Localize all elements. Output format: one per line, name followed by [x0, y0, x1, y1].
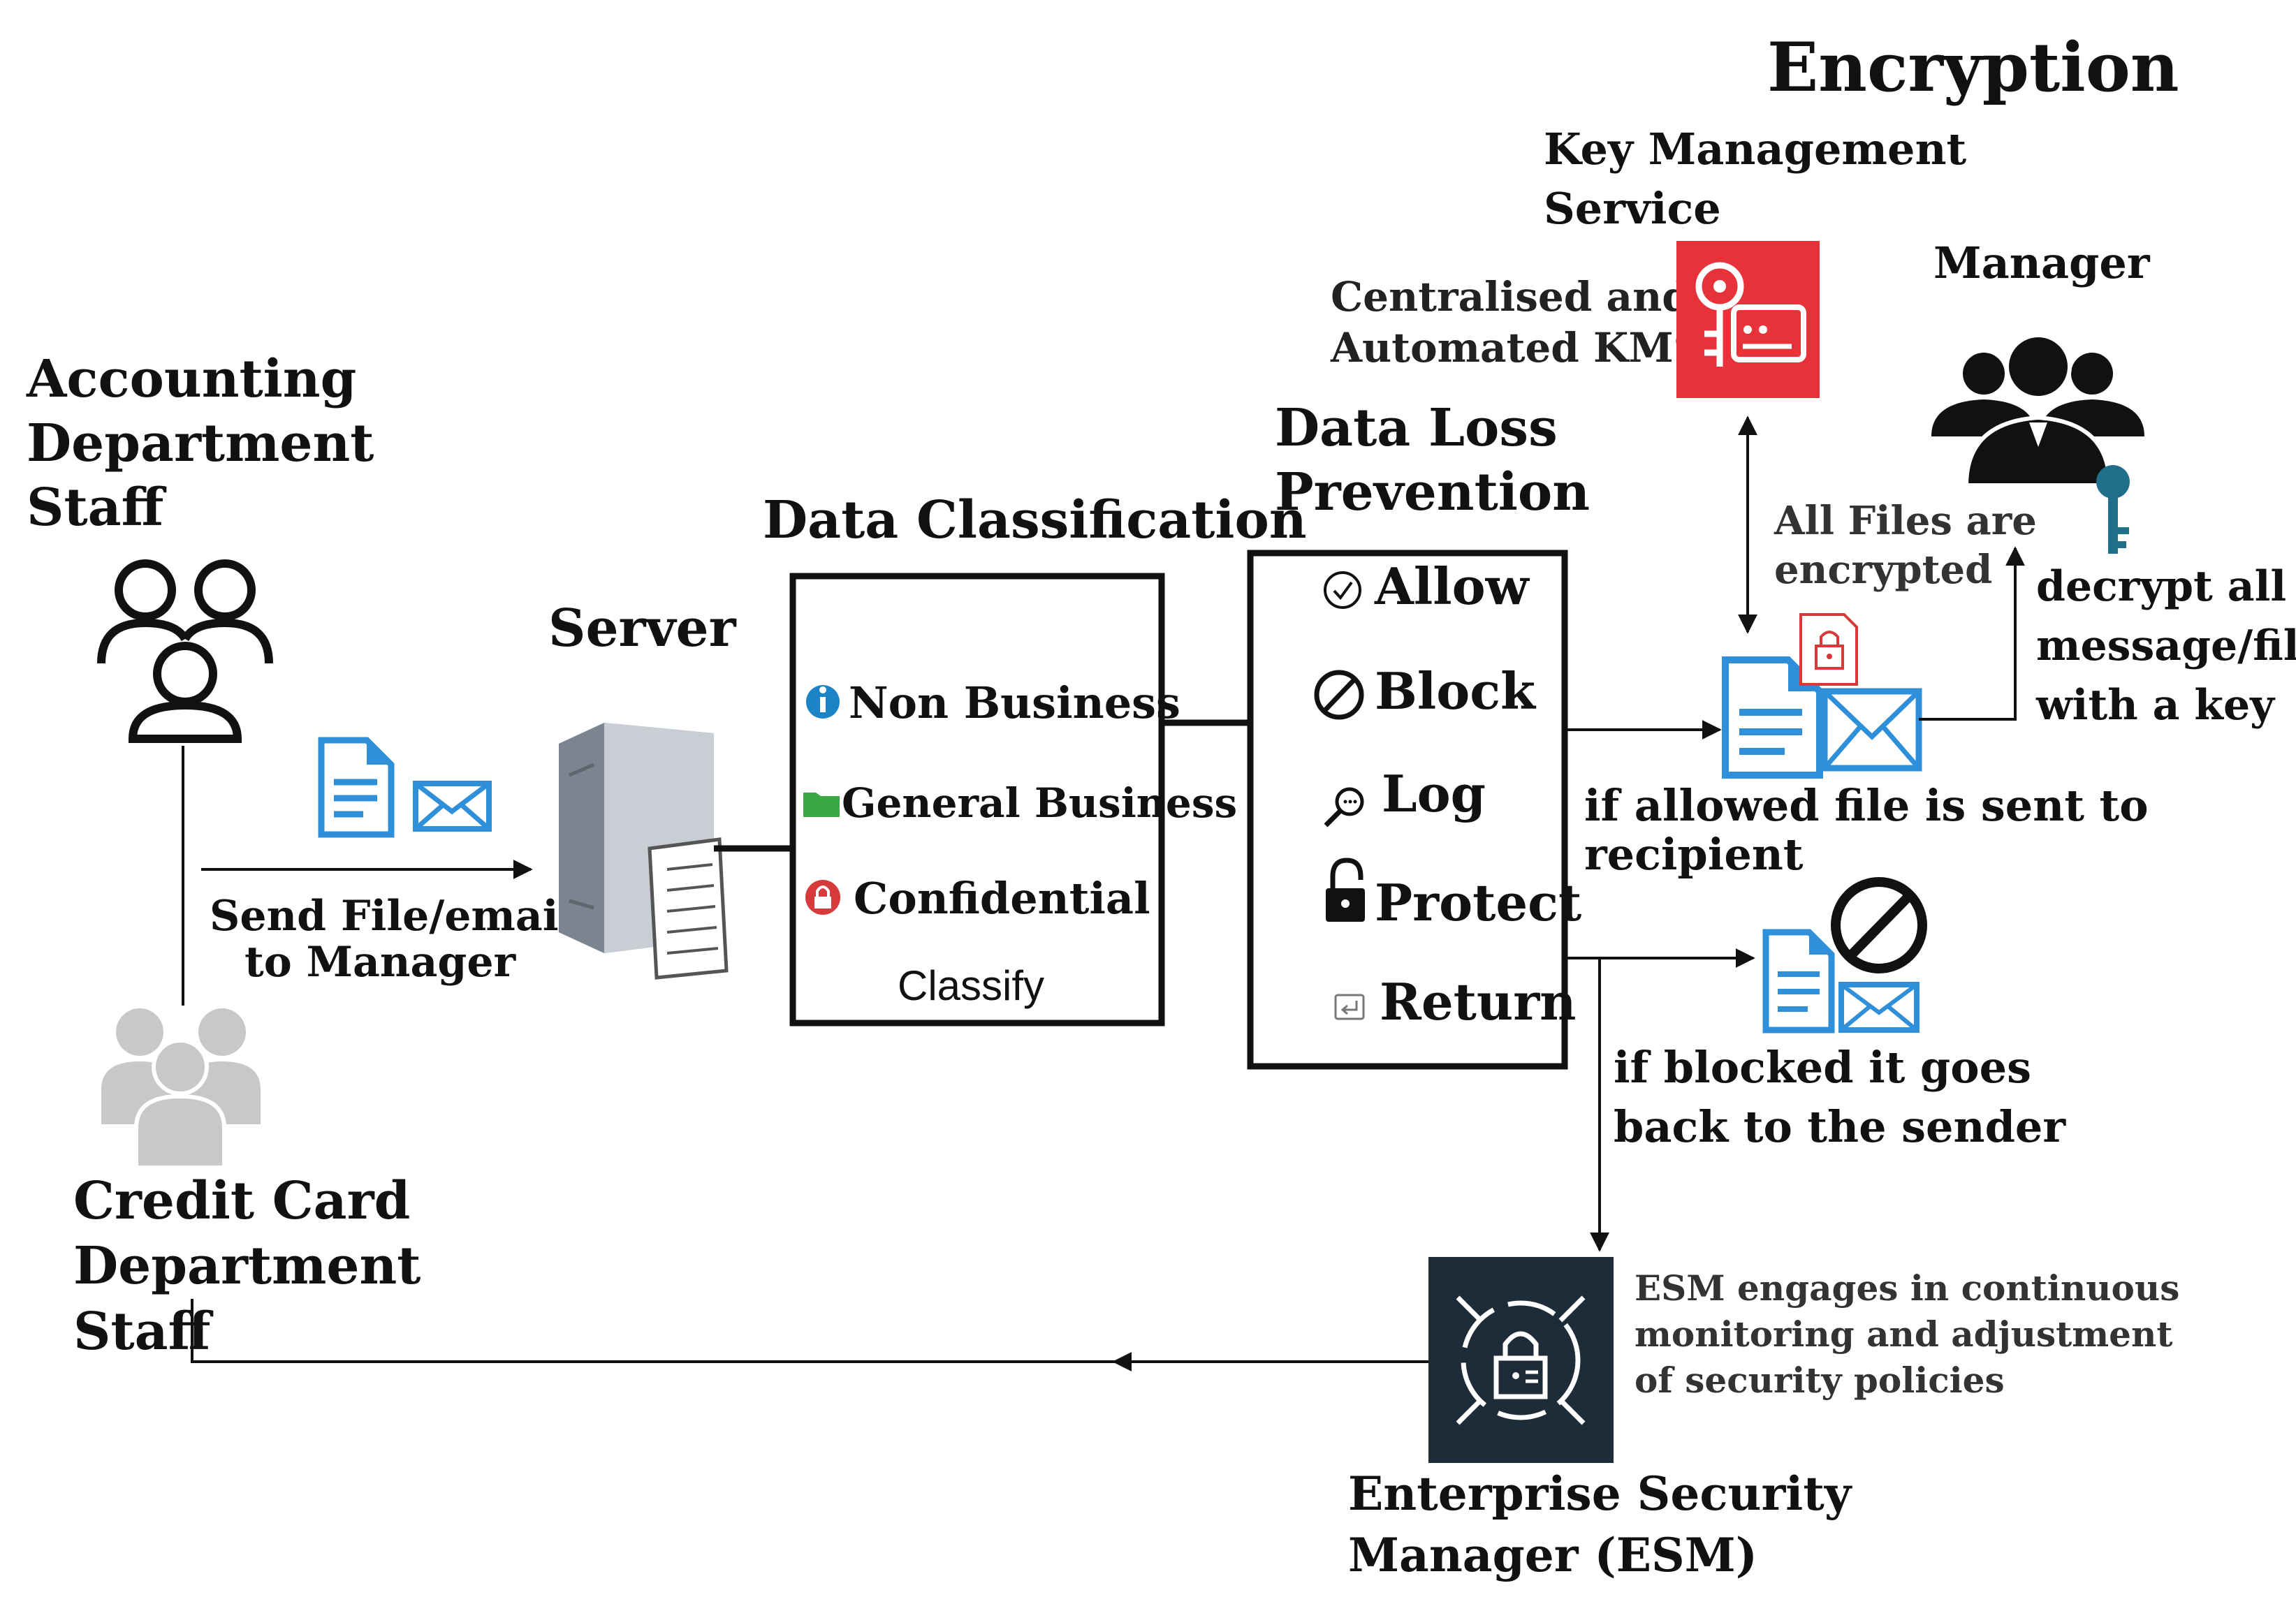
centralised-kms-line1: Centralised and	[1331, 273, 1690, 321]
classification-footer: Classify	[898, 962, 1044, 1009]
return-key-icon	[1334, 994, 1365, 1020]
kms-key-icon	[1676, 241, 1820, 398]
send-label-line2: to Manager	[244, 938, 517, 987]
blocked-document-icon	[1762, 929, 1835, 1033]
document-icon	[318, 737, 395, 838]
decrypt-key-icon	[2096, 465, 2130, 554]
envelope-icon	[413, 781, 492, 832]
esm-description-line3: of security policies	[1635, 1360, 2005, 1401]
esm-description-line2: monitoring and adjustment	[1635, 1314, 2172, 1355]
centralised-kms-line2: Automated KMS	[1330, 324, 1703, 372]
accounting-staff-icon	[97, 559, 273, 743]
credit-card-line3: Staff	[73, 1302, 214, 1362]
esm-title-line1: Enterprise Security	[1348, 1466, 1852, 1521]
esm-return-line	[191, 1299, 1118, 1363]
encryption-title: Encryption	[1767, 28, 2179, 107]
classification-box	[789, 573, 1165, 1027]
decrypt-line1: decrypt all	[2036, 562, 2286, 611]
kms-title-line2: Service	[1544, 183, 1721, 234]
allowed-line2: recipient	[1584, 829, 1804, 880]
esm-description-line1: ESM engages in continuous	[1635, 1267, 2179, 1309]
padlock-icon	[1326, 858, 1365, 922]
dlp-action-block: Block	[1375, 661, 1537, 721]
classification-item-confidential: Confidential	[854, 873, 1150, 924]
dlp-title-line2: Prevention	[1275, 462, 1590, 522]
encrypted-lock-icon	[1799, 613, 1858, 686]
accounting-line3: Staff	[27, 478, 167, 538]
dlp-action-return: Return	[1380, 972, 1577, 1031]
blocked-line1: if blocked it goes	[1614, 1042, 2031, 1093]
esm-title-line2: Manager (ESM)	[1348, 1528, 1757, 1582]
send-label-line1: Send File/email	[210, 892, 574, 941]
dlp-action-allow: Allow	[1374, 557, 1530, 616]
dlp-action-protect: Protect	[1375, 873, 1581, 932]
allowed-line1: if allowed file is sent to	[1584, 780, 2149, 831]
data-classification-title: Data Classification	[763, 490, 1307, 550]
dlp-title-line1: Data Loss	[1275, 398, 1558, 458]
blocked-envelope-icon	[1838, 982, 1920, 1033]
all-files-encrypted-line1: All Files are	[1774, 498, 2037, 544]
manager-label: Manager	[1933, 237, 2151, 288]
esm-icon	[1428, 1257, 1614, 1463]
folder-icon	[803, 793, 840, 817]
kms-title-line1: Key Management	[1544, 124, 1967, 175]
accounting-line1: Accounting	[26, 349, 356, 409]
block-circle-icon	[1314, 670, 1364, 720]
credit-card-staff-icon	[101, 1008, 261, 1170]
prohibited-icon	[1831, 877, 1927, 973]
dlp-action-log: Log	[1382, 764, 1486, 823]
server-label: Server	[548, 598, 737, 659]
all-files-encrypted-line2: encrypted	[1774, 547, 1992, 593]
decrypt-arrow	[1919, 546, 2025, 721]
credit-card-line2: Department	[73, 1236, 421, 1296]
magnifier-icon	[1324, 787, 1364, 827]
decrypt-line3: with a key	[2035, 681, 2276, 730]
lock-badge-icon	[805, 880, 840, 915]
info-icon	[806, 685, 840, 719]
credit-card-line1: Credit Card	[73, 1171, 410, 1231]
encrypted-envelope-icon	[1821, 688, 1922, 772]
classification-item-general-business: General Business	[842, 779, 1237, 827]
blocked-line2: back to the sender	[1614, 1101, 2066, 1152]
decrypt-line2: message/file	[2036, 621, 2296, 670]
manager-group-icon	[1931, 333, 2144, 487]
accounting-line2: Department	[27, 413, 374, 473]
server-icon	[559, 723, 729, 980]
classification-item-non-business: Non Business	[849, 677, 1180, 728]
check-circle-icon	[1324, 571, 1361, 609]
dlp-box	[1247, 550, 1568, 1070]
